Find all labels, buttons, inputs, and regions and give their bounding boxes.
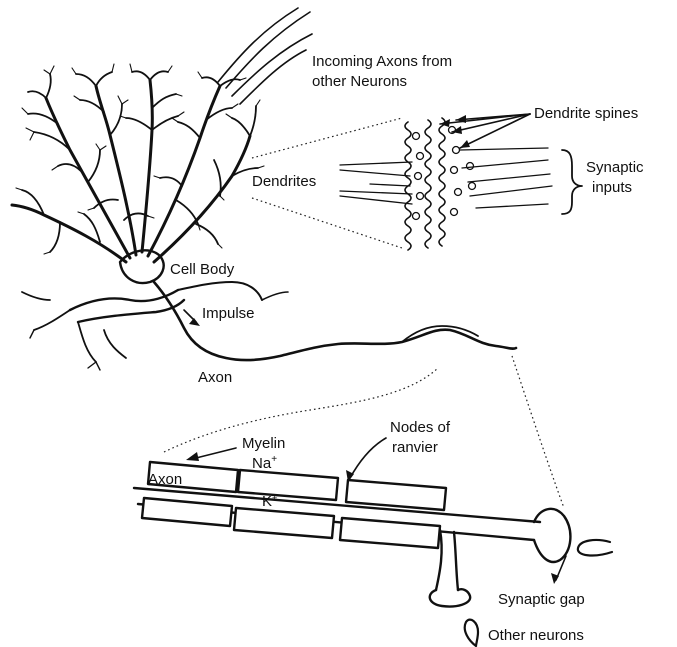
synaptic-inputs-label-line2: inputs: [592, 179, 632, 196]
axon-label: Axon: [198, 369, 232, 386]
impulse-label: Impulse: [202, 305, 255, 322]
nodes-of-ranvier-label-line2: ranvier: [392, 439, 438, 456]
incoming-axons-label-line1: Incoming Axons from: [312, 53, 452, 70]
cell-body-label: Cell Body: [170, 261, 235, 278]
synaptic-gap-label: Synaptic gap: [498, 591, 585, 608]
nodes-of-ranvier-label-line1: Nodes of: [390, 419, 451, 436]
other-neurons-label: Other neurons: [488, 627, 584, 644]
axon-detail-label: Axon: [148, 471, 182, 488]
synaptic-inputs-brace: [562, 150, 582, 214]
incoming-axons: [218, 8, 312, 104]
dendrite-spines-label: Dendrite spines: [534, 105, 638, 122]
sodium-ion-label: Na+: [252, 454, 277, 472]
potassium-ion-label: K+: [262, 493, 277, 510]
axon-path: [22, 282, 516, 370]
synaptic-inputs-label-line1: Synaptic: [586, 159, 644, 176]
labels: Incoming Axons from other Neurons Dendri…: [148, 53, 644, 644]
incoming-axons-label-line2: other Neurons: [312, 73, 407, 90]
dendrites-label: Dendrites: [252, 173, 316, 190]
dendritic-tree: [12, 64, 264, 262]
myelin-label: Myelin: [242, 435, 285, 452]
